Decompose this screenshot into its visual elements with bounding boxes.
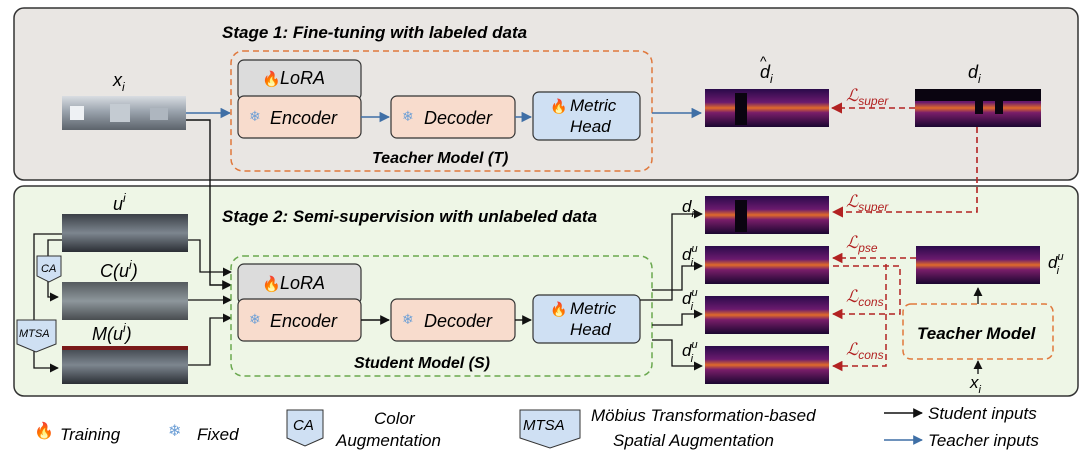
d-gt-label: di	[968, 62, 981, 86]
teacher-model-block-label: Teacher Model	[917, 324, 1037, 343]
legend-teacher-inputs: Teacher inputs	[928, 431, 1039, 450]
snowflake-icon: ❄	[402, 108, 414, 124]
legend-ca-line1: Color	[374, 409, 416, 428]
mu-image	[62, 346, 188, 384]
mtsa-badge: MTSA	[16, 319, 57, 353]
u-image	[62, 214, 188, 252]
stage1-title: Stage 1: Fine-tuning with labeled data	[222, 23, 527, 42]
x-input-label: xi	[112, 70, 125, 94]
teacher-head-line1: Metric	[570, 96, 617, 115]
student-model-name: Student Model (S)	[354, 355, 490, 372]
legend-mtsa-badge	[519, 409, 581, 449]
d-check-depth-image	[705, 196, 829, 234]
flame-icon: 🔥	[262, 70, 281, 88]
legend-training: Training	[60, 425, 121, 444]
legend-ca-badge-text: CA	[293, 417, 314, 434]
snowflake-icon: ❄	[402, 311, 414, 327]
cons-link-a	[831, 264, 887, 372]
snowflake-icon: ❄	[249, 311, 261, 327]
student-lora-label: LoRA	[280, 273, 325, 293]
stage2-panel	[13, 185, 1079, 397]
cons-link-b	[831, 265, 901, 320]
d-gt-depth-image	[915, 89, 1041, 127]
teacher-head-line2: Head	[570, 117, 611, 136]
teacher-head-box	[532, 91, 641, 141]
student-head-box	[532, 294, 641, 344]
student-head-line1: Metric	[570, 299, 617, 318]
d-bar-depth-image	[705, 246, 829, 284]
teacher-decoder-label: Decoder	[424, 108, 493, 128]
teacher-lora-label: LoRA	[280, 68, 325, 88]
student-container	[230, 255, 653, 377]
ca-badge: CA	[36, 255, 62, 283]
flame-icon: 🔥	[262, 275, 281, 293]
x-input-image	[62, 96, 186, 130]
teacher-model-block	[902, 303, 1054, 360]
u-label: ui	[113, 191, 126, 214]
mu-label: M(ui)	[92, 321, 132, 344]
flame-icon: 🔥	[34, 421, 54, 440]
d-hat-label: di	[760, 62, 773, 86]
d-ddot-depth-image	[705, 346, 829, 384]
student-head-line2: Head	[570, 320, 611, 339]
cu-image	[62, 282, 188, 320]
u-to-student	[188, 239, 232, 277]
d-check-label: di	[682, 197, 694, 220]
mu-to-student	[188, 313, 232, 366]
snowflake-icon: ❄	[249, 108, 261, 124]
legend-fixed: Fixed	[197, 425, 239, 444]
u-branch-lines	[33, 233, 62, 373]
student-out-2	[652, 261, 703, 291]
legend-mtsa-badge-text: MTSA	[523, 417, 565, 434]
student-out-3	[652, 309, 703, 326]
legend: 🔥 Training ❄ Fixed CA Color Augmentation…	[34, 404, 1039, 450]
flame-icon: 🔥	[550, 301, 567, 318]
svg-text:MTSA: MTSA	[19, 328, 50, 340]
teacher-model-name: Teacher Model (T)	[372, 150, 508, 167]
student-decoder-label: Decoder	[424, 311, 493, 331]
legend-ca-badge	[286, 409, 324, 447]
svg-text:CA: CA	[41, 263, 56, 275]
student-out-1	[640, 209, 703, 301]
snowflake-icon: ❄	[168, 423, 181, 440]
student-encoder-label: Encoder	[270, 311, 338, 331]
legend-student-inputs: Student inputs	[928, 404, 1037, 423]
legend-ca-line2: Augmentation	[335, 431, 441, 450]
flame-icon: 🔥	[550, 98, 567, 115]
d-hat-depth-image	[705, 89, 829, 127]
student-out-4	[652, 339, 703, 371]
teacher-encoder-label: Encoder	[270, 108, 338, 128]
legend-mtsa-line1: Möbius Transformation-based	[591, 406, 816, 425]
teacher-container	[230, 50, 653, 172]
teacher-input-to-student	[186, 119, 232, 290]
stage2-title: Stage 2: Semi-supervision with unlabeled…	[222, 207, 597, 226]
d-tilde-depth-image	[705, 296, 829, 334]
legend-mtsa-line2: Spatial Augmentation	[613, 431, 774, 450]
teacher-block-input: xi	[969, 373, 982, 396]
cu-label: C(ui)	[100, 258, 138, 281]
pseudo-depth-image	[916, 246, 1040, 284]
hat-mark: ^	[760, 53, 767, 69]
gt-to-stage2	[831, 127, 978, 218]
